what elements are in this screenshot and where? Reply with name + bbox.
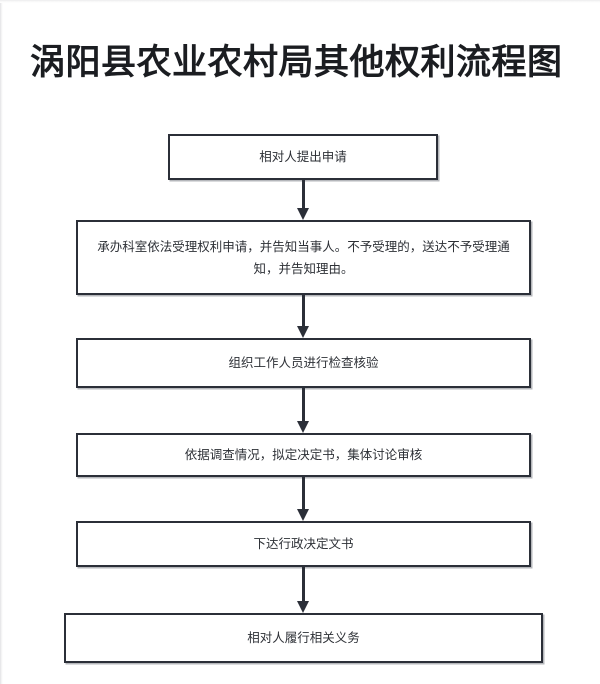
flow-node-organize-inspection[interactable]: 组织工作人员进行检查核验 (76, 338, 531, 388)
flow-node-issue-decision-document[interactable]: 下达行政决定文书 (76, 521, 531, 567)
flow-node-applicant-submits[interactable]: 相对人提出申请 (168, 134, 438, 180)
arrow-shaft (301, 295, 305, 329)
flow-node-draft-decision[interactable]: 依据调查情况，拟定决定书，集体讨论审核 (76, 433, 531, 477)
flow-node-department-accepts[interactable]: 承办科室依法受理权利申请，并告知当事人。不予受理的，送达不予受理通知，并告知理由… (76, 220, 531, 295)
flow-node-label: 相对人提出申请 (259, 150, 347, 164)
arrow-head-down-icon (296, 509, 309, 521)
arrow-head-down-icon (296, 601, 309, 613)
flow-node-label: 组织工作人员进行检查核验 (228, 356, 379, 370)
flow-node-label: 下达行政决定文书 (253, 537, 354, 551)
flow-node-label: 承办科室依法受理权利申请，并告知当事人。不予受理的，送达不予受理通知，并告知理由… (97, 239, 510, 276)
arrow-head-down-icon (296, 421, 309, 433)
arrow-shaft (301, 180, 305, 211)
page-title: 涡阳县农业农村局其他权利流程图 (30, 42, 563, 83)
flow-node-label: 依据调查情况，拟定决定书，集体讨论审核 (184, 448, 423, 462)
flow-node-applicant-fulfills-duty[interactable]: 相对人履行相关义务 (64, 613, 543, 663)
arrow-shaft (301, 388, 305, 424)
arrow-shaft (301, 477, 305, 512)
arrow-head-down-icon (296, 208, 309, 220)
flow-node-label: 相对人履行相关义务 (247, 631, 360, 645)
arrow-head-down-icon (296, 326, 309, 338)
arrow-shaft (301, 567, 305, 604)
